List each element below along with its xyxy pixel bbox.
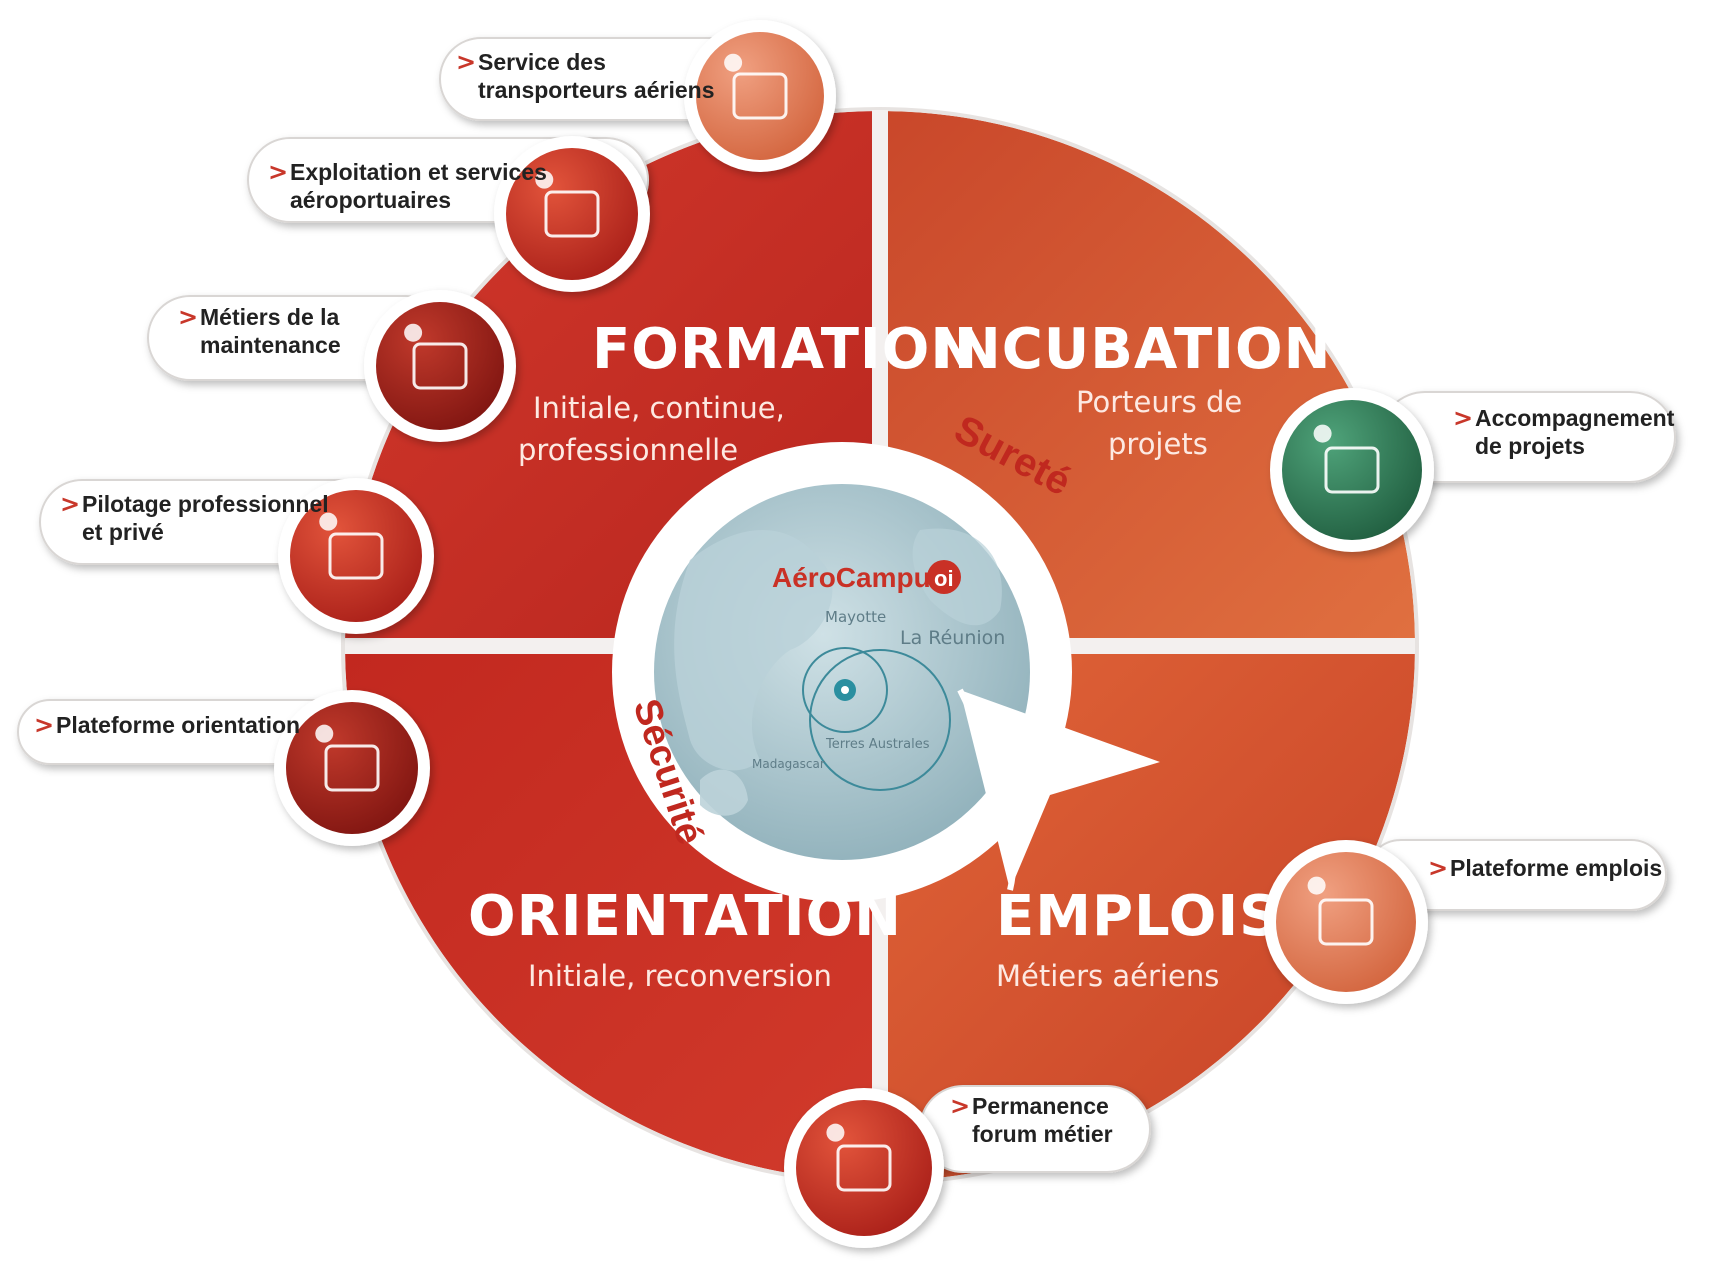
quadrant-sub-orientation-1: Initiale, reconversion (528, 959, 832, 993)
callout-label-line1: Service des (478, 49, 606, 75)
icon-glyph (1318, 898, 1374, 946)
icon-gloss (1307, 876, 1326, 895)
chevron-right-icon: > (950, 1092, 970, 1120)
icon-gloss (1313, 424, 1332, 443)
chevron-right-icon: > (34, 711, 54, 739)
quadrant-sub-emplois-1: Métiers aériens (996, 959, 1219, 993)
map-label-mayotte: Mayotte (825, 608, 886, 626)
icon-gloss (315, 724, 334, 743)
chevron-right-icon: > (60, 490, 80, 518)
chevron-right-icon: > (1453, 404, 1473, 432)
callout-label-line1: Pilotage professionnel (82, 491, 329, 517)
cycle-arrow-edge (957, 688, 1017, 891)
forum-icon[interactable] (796, 1100, 932, 1236)
landmass (674, 530, 833, 771)
callout-orientation[interactable]: >Plateforme orientation (17, 690, 430, 846)
map-label-madagascar: Madagascar (752, 757, 825, 771)
quadrant-incubation (880, 111, 1415, 646)
callout-label-line2: transporteurs aériens (478, 77, 714, 103)
reunion-marker-dot (841, 686, 849, 694)
orbit-small (802, 647, 888, 733)
quadrant-title-emplois: EMPLOIS (996, 884, 1280, 949)
icon-glyph (836, 1144, 892, 1192)
quadrant-title-incubation: INCUBATION (932, 317, 1331, 382)
icon-glyph (544, 190, 600, 238)
madagascar-shape (700, 769, 748, 816)
callout-label-line1: Plateforme orientation (56, 712, 300, 738)
map-label-terres: Terres Australes (825, 737, 930, 752)
orbit-large (809, 649, 951, 791)
callout-label-line1: Métiers de la (200, 304, 340, 330)
icon-glyph (1324, 446, 1380, 494)
job-platform-icon[interactable] (1276, 852, 1416, 992)
quadrant-sub-formation-2: professionnelle (518, 433, 738, 467)
passenger-service-icon[interactable] (696, 32, 824, 160)
icon-gloss (404, 323, 423, 342)
icon-glyph (324, 744, 380, 792)
brand-name: AéroCampus (772, 562, 946, 593)
icon-glyph (328, 532, 384, 580)
chevron-right-icon: > (178, 303, 198, 331)
maintenance-icon[interactable] (376, 302, 504, 430)
icon-glyph (732, 72, 788, 120)
icon-glyph (412, 342, 468, 390)
quadrant-sub-incubation-2: projets (1108, 427, 1208, 461)
icon-gloss (319, 512, 338, 531)
callout-emplois[interactable]: >Plateforme emplois (1264, 839, 1667, 1004)
quadrant-title-formation: FORMATION (592, 317, 978, 382)
chevron-right-icon: > (1428, 854, 1448, 882)
icon-gloss (826, 1123, 845, 1142)
callout-label-line1: Plateforme emplois (1450, 855, 1662, 881)
callout-label-line1: Exploitation et services (290, 159, 547, 185)
callout-label-line1: Permanence (972, 1093, 1109, 1119)
quadrant-sub-incubation-1: Porteurs de (1076, 385, 1242, 419)
callout-label-line2: et privé (82, 519, 164, 545)
chevron-right-icon: > (268, 158, 288, 186)
callout-label-line2: forum métier (972, 1121, 1113, 1147)
brand-logo-icon (927, 560, 961, 594)
quadrant-sub-formation-1: Initiale, continue, (533, 391, 785, 425)
map-label-reunion: La Réunion (900, 627, 1005, 649)
brand-mark: oi (934, 566, 954, 591)
blueprint-icon[interactable] (1282, 400, 1422, 540)
quadrant-title-orientation: ORIENTATION (468, 884, 902, 949)
callout-label-line2: maintenance (200, 332, 341, 358)
callout-label-line2: de projets (1475, 433, 1585, 459)
callout-label-line1: Accompagnement (1475, 405, 1675, 431)
icon-gloss (724, 53, 743, 72)
icon-gloss (535, 170, 554, 189)
chevron-right-icon: > (456, 48, 476, 76)
callout-label-line2: aéroportuaires (290, 187, 451, 213)
directions-icon[interactable] (286, 702, 418, 834)
